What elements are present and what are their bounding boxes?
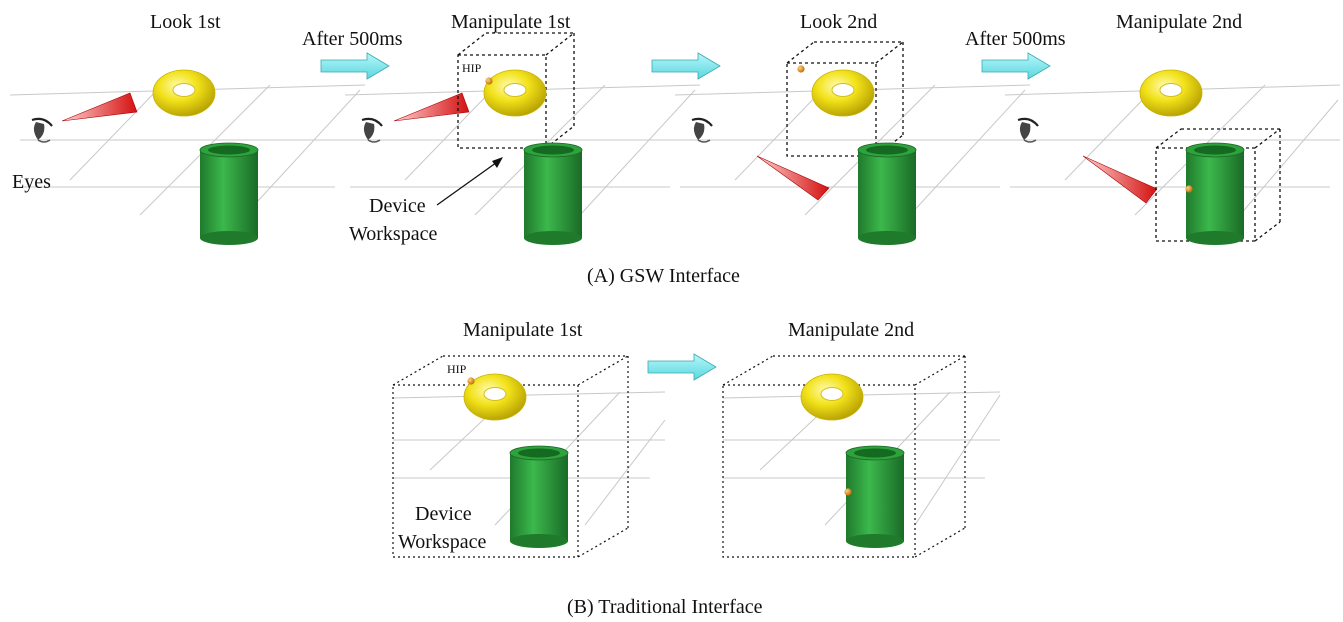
right-arrow-icon [320, 52, 390, 80]
eye-icon [1016, 117, 1040, 144]
device-workspace-box [392, 355, 629, 558]
caption-gsw: (A) GSW Interface [587, 265, 740, 287]
arrow-label: After 500ms [302, 28, 403, 50]
hip-label: HIP [462, 61, 482, 75]
traditional-panel-manipulate-2nd: Manipulate 2nd [722, 319, 1001, 558]
gsw-section: Look 1st Eyes After 500ms Manipulate 1st [9, 11, 1341, 287]
arrow-after-500ms-2: After 500ms [965, 28, 1066, 80]
panel-title: Manipulate 1st [451, 11, 571, 33]
torus-object [800, 373, 864, 421]
right-arrow-icon [981, 52, 1051, 80]
pointer-arrow [436, 159, 501, 206]
gsw-panel-manipulate-2nd: Manipulate 2nd [1004, 11, 1341, 246]
panel-title: Look 2nd [800, 11, 877, 33]
caption-traditional: (B) Traditional Interface [567, 596, 763, 618]
panel-title: Manipulate 1st [463, 319, 583, 341]
cylinder-object [845, 445, 905, 549]
panel-title: Manipulate 2nd [1116, 11, 1242, 33]
torus-object [483, 69, 547, 117]
gaze-cone-icon [756, 155, 830, 201]
workspace-label-line2: Workspace [349, 223, 437, 245]
hip-cursor [844, 488, 852, 496]
right-arrow-icon [651, 52, 721, 80]
eyes-label: Eyes [12, 171, 51, 193]
arrow-after-500ms-1: After 500ms [302, 28, 403, 80]
panel-title: Manipulate 2nd [788, 319, 914, 341]
device-workspace-box [457, 32, 575, 149]
torus-object [1139, 69, 1203, 117]
gsw-panel-look-1st: Look 1st Eyes [9, 11, 366, 246]
cylinder-object [509, 445, 569, 549]
cylinder-object [199, 142, 259, 246]
eye-icon [360, 117, 384, 144]
cylinder-object [1185, 142, 1245, 246]
gsw-panel-look-2nd: Look 2nd [674, 11, 1031, 246]
cylinder-object [523, 142, 583, 246]
eye-icon [690, 117, 714, 144]
gaze-cone-icon [1082, 155, 1158, 204]
cylinder-object [857, 142, 917, 246]
panel-title: Look 1st [150, 11, 221, 33]
arrow-middle [651, 52, 721, 80]
arrow-label: After 500ms [965, 28, 1066, 50]
gaze-cone-icon [393, 92, 470, 122]
gsw-panel-manipulate-1st: Manipulate 1st HIP [344, 11, 701, 246]
hip-label: HIP [447, 362, 467, 376]
workspace-label-line2: Workspace [398, 531, 486, 553]
hip-cursor [485, 77, 493, 85]
workspace-label-line1: Device [415, 503, 472, 525]
right-arrow-icon [647, 353, 717, 381]
traditional-panel-manipulate-1st: Manipulate 1st HIP Device [392, 319, 666, 558]
hip-cursor [797, 65, 805, 73]
workspace-label-line1: Device [369, 195, 426, 217]
hip-cursor [467, 377, 475, 385]
torus-object [152, 69, 216, 117]
device-workspace-box [786, 41, 904, 157]
arrow-traditional [647, 353, 717, 381]
gaze-cone-icon [61, 92, 138, 122]
eye-icon [30, 117, 54, 144]
torus-object [811, 69, 875, 117]
hip-cursor [1185, 185, 1193, 193]
traditional-section: Manipulate 1st HIP Device [392, 319, 1001, 618]
pointer-arrowhead-icon [492, 157, 503, 168]
